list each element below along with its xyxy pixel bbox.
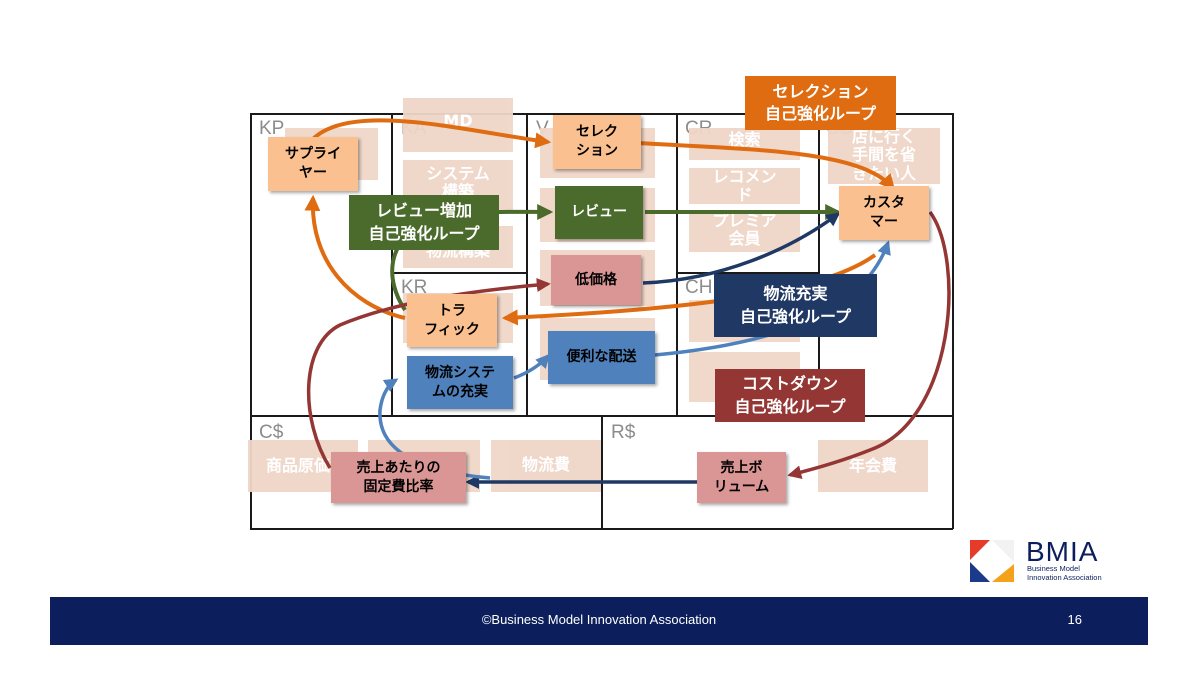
grid-v-kp <box>391 113 393 416</box>
grid-right <box>952 113 954 529</box>
page-number: 16 <box>1067 612 1082 627</box>
note-delivery: 便利な配送 <box>548 331 655 384</box>
bmia-logo-mark-icon <box>970 540 1014 582</box>
arrow-customer-to-sales <box>787 210 951 480</box>
grid-h-ka-kr <box>391 272 527 274</box>
note-low-price: 低価格 <box>551 255 641 305</box>
note-selection: セレク ション <box>553 115 641 169</box>
bg-note-cr-premium: プレミア 会員 <box>689 212 800 252</box>
section-label-revenue: R$ <box>611 422 636 443</box>
bmia-logo: BMIA Business Model Innovation Associati… <box>968 536 1138 586</box>
section-label-kp: KP <box>259 118 285 139</box>
bg-note-revenue-fee: 年会費 <box>818 440 928 492</box>
footer-copyright: ©Business Model Innovation Association <box>481 612 717 627</box>
note-fixed-cost-ratio: 売上あたりの 固定費比率 <box>331 452 466 503</box>
bmia-logo-subtitle: Business Model Innovation Association <box>1027 564 1102 582</box>
grid-v-vp-right <box>676 113 678 416</box>
grid-v-vp-left <box>526 113 528 416</box>
bg-note-cr-recommend: レコメン ド <box>689 168 800 204</box>
note-logistics-system: 物流システ ムの充実 <box>407 356 513 409</box>
bmia-logo-name: BMIA <box>1026 536 1099 567</box>
bg-note-cs-needs: 店に行く 手間を省 きたい人 <box>828 128 940 184</box>
section-label-ch: CH <box>685 277 713 298</box>
loop-label-logistics: 物流充実 自己強化ループ <box>714 274 877 337</box>
loop-label-review: レビュー増加 自己強化ループ <box>349 195 499 250</box>
section-label-cost: C$ <box>259 422 284 443</box>
footer-bar: ©Business Model Innovation Association 1… <box>50 597 1148 645</box>
loop-label-selection: セレクション 自己強化ループ <box>745 76 896 130</box>
note-traffic: トラ フィック <box>407 294 497 347</box>
note-sales-volume: 売上ボ リューム <box>697 452 786 503</box>
bg-note-cr-search: 検索 <box>689 128 800 160</box>
note-supplier: サプライ ヤー <box>268 137 358 191</box>
loop-label-cost-down: コストダウン 自己強化ループ <box>715 369 865 422</box>
bg-note-ka-md: MD <box>403 98 513 152</box>
note-review: レビュー <box>555 186 643 239</box>
bg-note-cost-logistics: 物流費 <box>491 440 601 492</box>
note-customer: カスタ マー <box>839 186 929 240</box>
grid-top <box>250 113 953 115</box>
grid-v-cost-revenue <box>601 415 603 529</box>
grid-left <box>250 113 252 529</box>
